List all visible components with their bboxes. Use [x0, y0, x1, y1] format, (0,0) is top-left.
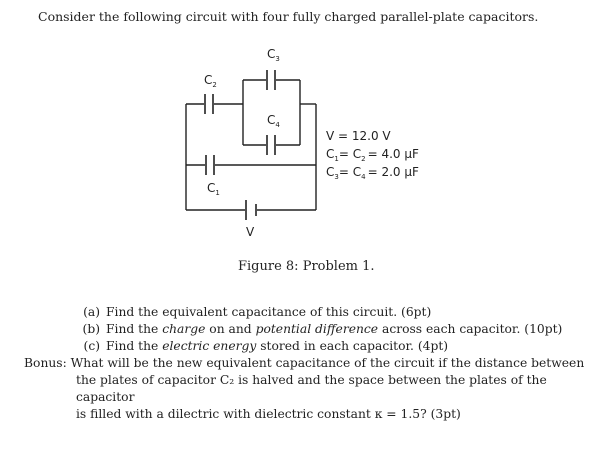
- label-c2: C2: [204, 73, 217, 89]
- question-c: (c) Find the electric energy stored in e…: [24, 338, 599, 355]
- question-a: (a) Find the equivalent capacitance of t…: [24, 304, 599, 321]
- value-voltage: V = 12.0 V: [326, 129, 391, 143]
- question-bonus-line3: is filled with a dilectric with dielectr…: [76, 407, 461, 421]
- question-c-tag: (c): [83, 339, 100, 353]
- capacitor-c2: [204, 94, 214, 114]
- value-c3-c4: C3= C4= 2.0 μF: [326, 165, 419, 181]
- label-c3: C3: [267, 47, 280, 63]
- figure-caption: Figure 8: Problem 1.: [238, 259, 375, 274]
- question-a-tag: (a): [83, 305, 100, 319]
- capacitor-c3: [266, 70, 276, 90]
- label-battery: V: [246, 225, 255, 239]
- circuit-diagram: C3 C2 C4 C1 V V = 12.0 V C1= C2= 4.0 μF …: [185, 47, 419, 239]
- problem-intro: Consider the following circuit with four…: [38, 9, 539, 24]
- question-bonus-line1: Bonus: What will be the new equivalent c…: [24, 356, 585, 370]
- question-bonus-line2: the plates of capacitor C₂ is halved and…: [76, 373, 547, 404]
- label-c1: C1: [207, 181, 220, 197]
- question-b-tag: (b): [82, 322, 100, 336]
- capacitor-c1: [205, 155, 215, 175]
- question-b-text: Find the charge on and potential differe…: [106, 322, 563, 336]
- value-c1-c2: C1= C2= 4.0 μF: [326, 147, 419, 163]
- circuit-wires: [185, 79, 317, 211]
- question-c-text: Find the electric energy stored in each …: [106, 339, 449, 353]
- battery-v: [245, 200, 257, 220]
- capacitor-c4: [266, 135, 276, 155]
- question-list: (a) Find the equivalent capacitance of t…: [24, 304, 599, 423]
- question-b: (b) Find the charge on and potential dif…: [24, 321, 599, 338]
- label-c4: C4: [267, 113, 280, 129]
- question-bonus: Bonus: What will be the new equivalent c…: [24, 355, 599, 423]
- question-a-text: Find the equivalent capacitance of this …: [106, 305, 432, 319]
